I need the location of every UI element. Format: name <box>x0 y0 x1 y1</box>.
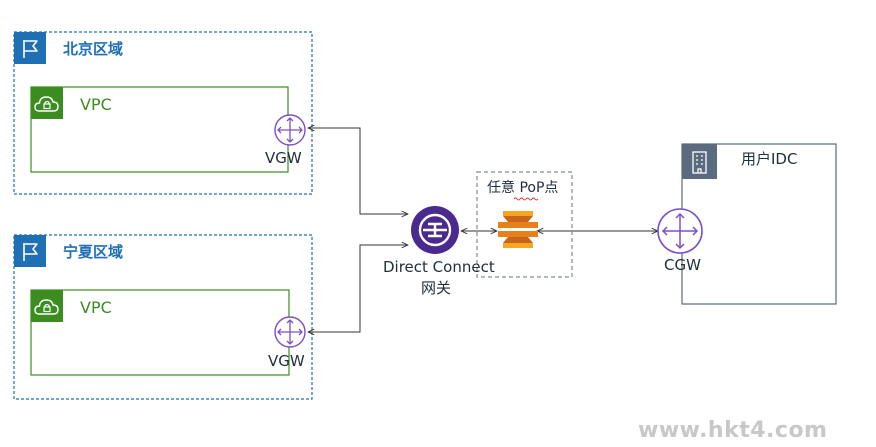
flag-icon <box>14 32 46 64</box>
flag-icon <box>14 235 46 267</box>
direct-connect-label: Direct Connect <box>383 258 495 276</box>
cgw-router-icon <box>657 208 703 254</box>
pop-box <box>476 171 573 278</box>
direct-connect-location-icon <box>498 211 538 248</box>
vpc-beijing-border <box>30 86 289 173</box>
vgw-router-icon <box>274 114 306 146</box>
vpc-ningxia-border <box>30 289 290 376</box>
direct-connect-sublabel: 网关 <box>421 279 452 297</box>
link-ningxia-dcgw <box>308 245 408 332</box>
direct-connect-gateway-icon <box>411 206 459 254</box>
idc-title: 用户IDC <box>741 150 798 168</box>
vpc-label-beijing: VPC <box>80 95 112 114</box>
vpc-label-ningxia: VPC <box>80 298 112 317</box>
region-title-ningxia: 宁夏区域 <box>63 243 124 261</box>
vgw-label-beijing: VGW <box>265 149 302 167</box>
vgw-router-icon <box>274 316 306 348</box>
region-title-beijing: 北京区域 <box>63 40 124 58</box>
pop-label: 任意 PoP点 <box>487 180 559 196</box>
spellcheck-underline <box>513 197 539 201</box>
watermark: www.hkt4.com <box>638 418 828 443</box>
cloud-lock-icon <box>31 87 63 119</box>
cloud-lock-icon <box>31 290 63 322</box>
cgw-label: CGW <box>664 256 701 274</box>
vgw-label-ningxia: VGW <box>268 352 305 370</box>
link-beijing-dcgw <box>308 128 408 214</box>
building-icon <box>682 144 717 179</box>
